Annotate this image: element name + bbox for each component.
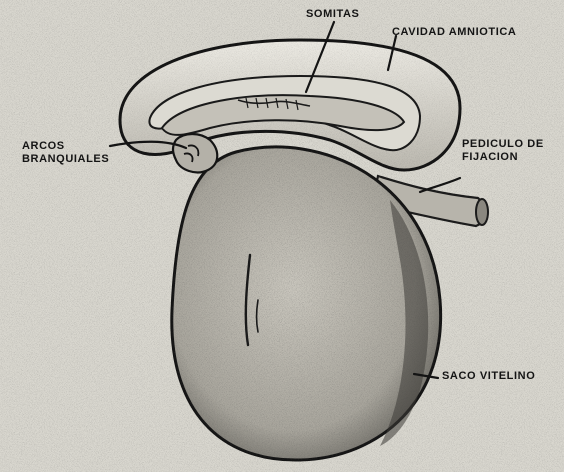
label-arcos-branquiales: ARCOS BRANQUIALES bbox=[22, 140, 109, 166]
label-cavidad-amniotica: CAVIDAD AMNIOTICA bbox=[392, 26, 516, 39]
label-cavidad-amniotica-text: CAVIDAD AMNIOTICA bbox=[392, 26, 516, 39]
label-pediculo-line2: FIJACION bbox=[462, 151, 544, 164]
label-somitas-text: SOMITAS bbox=[306, 8, 360, 21]
label-saco-vitelino-text: SACO VITELINO bbox=[442, 370, 535, 383]
label-arcos-line1: ARCOS bbox=[22, 140, 109, 153]
label-arcos-line2: BRANQUIALES bbox=[22, 153, 109, 166]
label-pediculo-de-fijacion: PEDICULO DE FIJACION bbox=[462, 138, 544, 164]
label-pediculo-line1: PEDICULO DE bbox=[462, 138, 544, 151]
label-saco-vitelino: SACO VITELINO bbox=[442, 370, 535, 383]
label-somitas: SOMITAS bbox=[306, 8, 360, 21]
